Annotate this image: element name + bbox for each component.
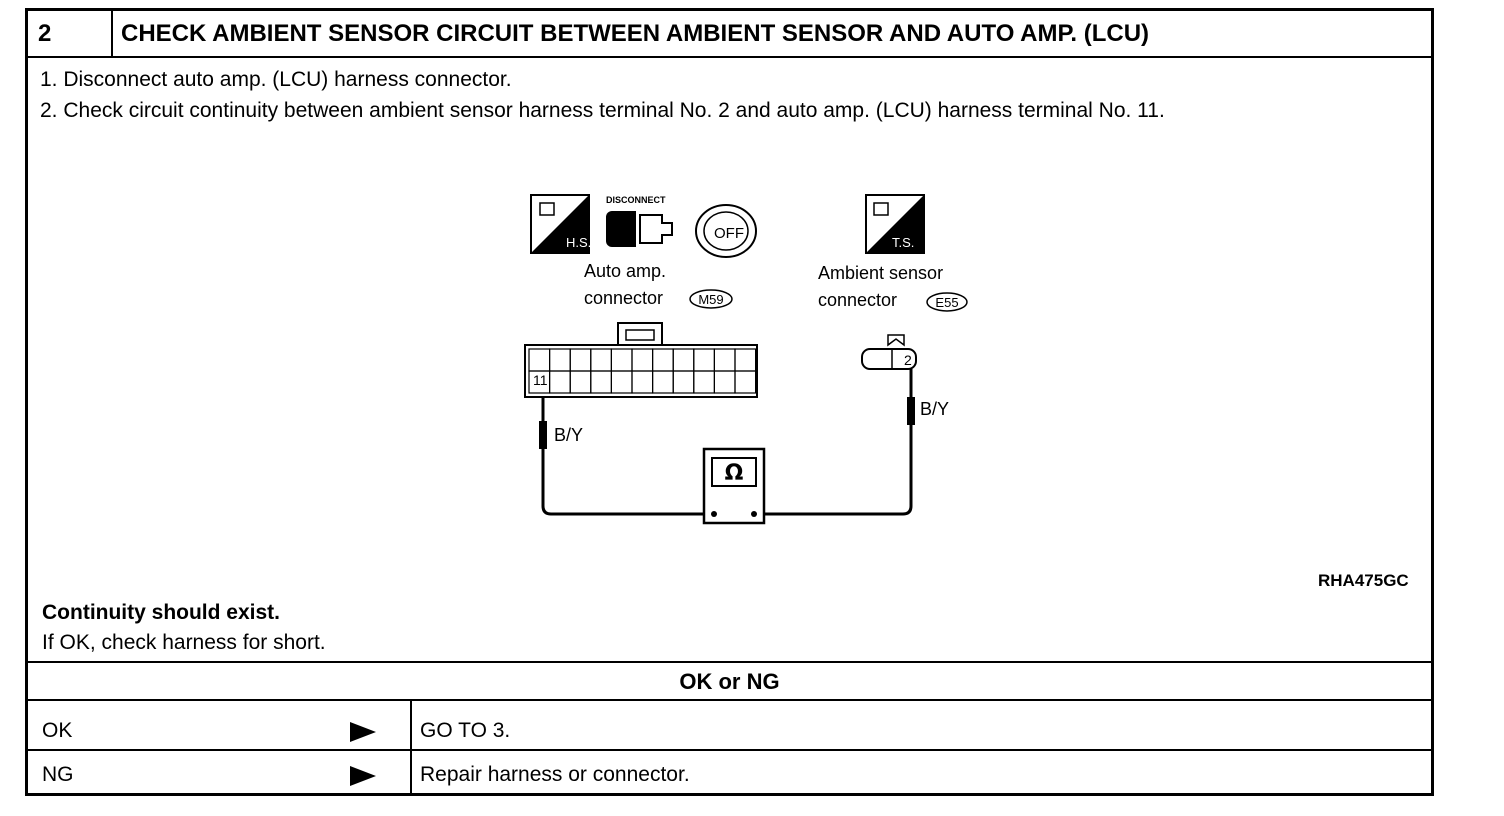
disconnect-label: DISCONNECT: [606, 195, 666, 205]
ignition-off-icon: OFF: [695, 204, 757, 258]
instruction-step-2: 2. Check circuit continuity between ambi…: [40, 99, 1165, 122]
arrow-right-icon: [350, 766, 376, 786]
continuity-expectation: Continuity should exist.: [42, 601, 281, 624]
row-ok-label: OK: [42, 719, 73, 742]
row-ok-action: GO TO 3.: [420, 719, 511, 742]
terminal-11-label: 11: [533, 372, 548, 388]
wire-left: [541, 397, 706, 516]
terminal-side-icon: T.S.: [865, 194, 925, 254]
auto-amp-code: M59: [698, 292, 723, 307]
wire-right: [758, 369, 913, 516]
step-number: 2: [28, 11, 113, 56]
divider-row-ng: [28, 749, 1431, 751]
wire-color-left: B/Y: [554, 425, 583, 445]
probe-right: [907, 397, 915, 425]
disconnect-icon: DISCONNECT: [606, 195, 673, 247]
auto-amp-label-1: Auto amp.: [584, 261, 666, 281]
ok-note: If OK, check harness for short.: [42, 631, 326, 654]
ts-label: T.S.: [892, 235, 914, 250]
probe-left: [539, 421, 547, 449]
instruction-step-1: 1. Disconnect auto amp. (LCU) harness co…: [40, 68, 512, 91]
ohmmeter-icon: Ω: [702, 447, 766, 525]
table-column-divider: [410, 699, 412, 796]
harness-side-icon: H.S.: [530, 194, 591, 254]
header-row: 2 CHECK AMBIENT SENSOR CIRCUIT BETWEEN A…: [28, 11, 1431, 58]
row-ng-label: NG: [42, 763, 74, 786]
hs-label: H.S.: [566, 235, 591, 250]
connector-cavity: [734, 370, 757, 394]
divider-row-ok: [28, 699, 1431, 701]
divider-decision: [28, 661, 1431, 663]
figure-code: RHA475GC: [1318, 571, 1409, 590]
wire-color-right: B/Y: [920, 399, 949, 419]
ohm-symbol: Ω: [725, 461, 744, 486]
ambient-sensor-label-2: connector: [818, 290, 897, 310]
auto-amp-label-2: connector: [584, 288, 663, 308]
off-label: OFF: [714, 225, 744, 242]
auto-amp-connector: 11: [524, 322, 758, 398]
arrow-right-icon: [350, 722, 376, 742]
procedure-frame: 2 CHECK AMBIENT SENSOR CIRCUIT BETWEEN A…: [25, 8, 1434, 796]
ambient-sensor-connector: 2: [861, 334, 917, 370]
circuit-diagram: H.S. DISCONNECT OFF T.S. Auto amp. conne…: [524, 194, 968, 525]
step-title: CHECK AMBIENT SENSOR CIRCUIT BETWEEN AMB…: [121, 20, 1150, 47]
decision-heading: OK or NG: [679, 669, 780, 694]
ambient-sensor-code: E55: [935, 295, 958, 310]
row-ng-action: Repair harness or connector.: [420, 763, 690, 786]
terminal-2-label: 2: [904, 352, 912, 368]
ambient-sensor-label-1: Ambient sensor: [818, 263, 943, 283]
